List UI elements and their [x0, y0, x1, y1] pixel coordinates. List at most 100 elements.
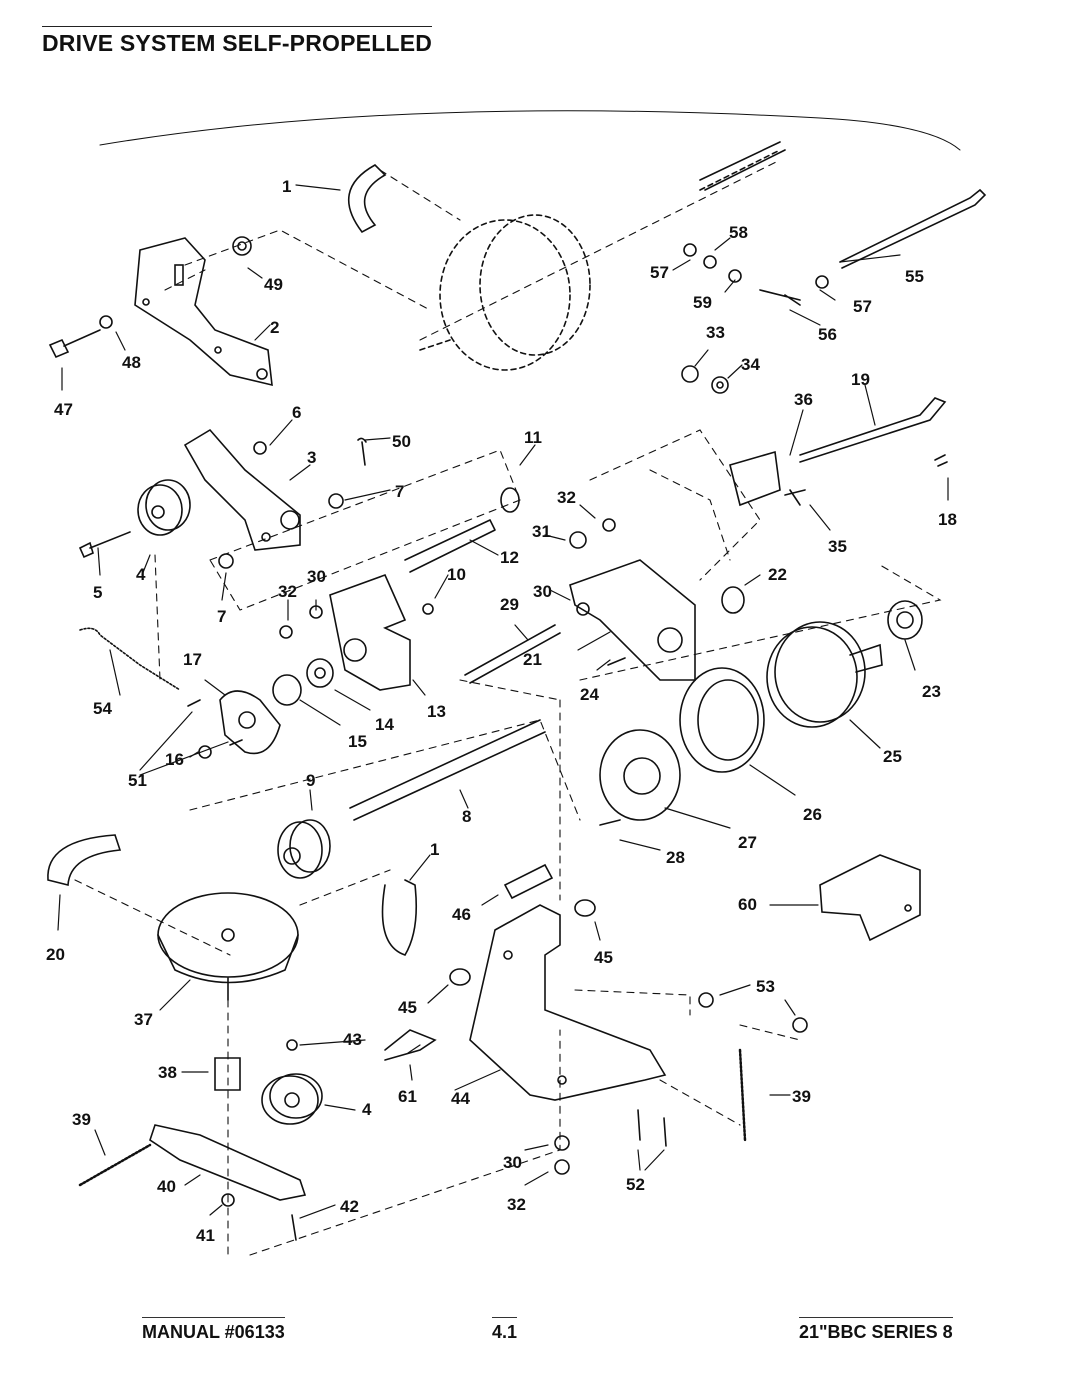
ring-11	[500, 487, 520, 513]
bracket-2	[134, 237, 273, 387]
nut-16	[198, 745, 212, 759]
bearing-23	[887, 600, 923, 640]
callout-16: 16	[165, 750, 184, 769]
callout-15: 15	[348, 732, 367, 751]
callout-9: 9	[306, 771, 315, 790]
spring-39a	[78, 1143, 152, 1187]
footer-page-number: 4.1	[492, 1317, 518, 1343]
bracket-61	[384, 1029, 437, 1061]
bolt-47	[48, 329, 101, 359]
nut-32b	[602, 518, 616, 532]
callout-58: 58	[729, 223, 748, 242]
shaft-8	[349, 719, 546, 821]
nut-53a	[698, 992, 714, 1008]
callout-32a: 32	[557, 488, 576, 507]
spring-54	[79, 627, 181, 691]
callout-42: 42	[340, 1197, 359, 1216]
callout-22: 22	[768, 565, 787, 584]
bolt-52b	[663, 1117, 667, 1147]
callout-18: 18	[938, 510, 957, 529]
bearing-14	[306, 658, 334, 688]
washer-34	[711, 376, 729, 394]
callout-10: 10	[447, 565, 466, 584]
callout-57a: 57	[650, 263, 669, 282]
flange-17	[219, 690, 281, 755]
callout-21: 21	[523, 650, 542, 669]
swivel-56	[759, 289, 801, 306]
nut-43	[286, 1039, 298, 1051]
callout-11: 11	[524, 428, 542, 447]
callout-55: 55	[905, 267, 924, 286]
callout-60: 60	[738, 895, 757, 914]
assembly-lines	[74, 159, 942, 1261]
callout-61: 61	[398, 1087, 417, 1106]
washer-59	[728, 269, 742, 283]
bolt-51a	[187, 699, 201, 707]
callout-38: 38	[158, 1063, 177, 1082]
callout-4a: 4	[136, 565, 146, 584]
clip-18	[934, 454, 948, 467]
pulley-4-upper	[137, 484, 183, 536]
callout-56: 56	[818, 325, 837, 344]
callout-4b: 4	[362, 1100, 372, 1119]
nut-57a	[683, 243, 697, 257]
bracket-21	[569, 559, 696, 681]
callout-28: 28	[666, 848, 685, 867]
nut-6	[253, 441, 267, 455]
bolt-52a	[637, 1109, 641, 1141]
nut-32a	[279, 625, 293, 639]
callout-25: 25	[883, 747, 902, 766]
shaft-29	[464, 624, 561, 684]
pulley-37	[157, 892, 299, 978]
washer-30c	[554, 1135, 570, 1151]
callout-7a: 7	[395, 482, 404, 501]
callout-50: 50	[392, 432, 411, 451]
belt-20	[47, 834, 122, 887]
callout-5: 5	[93, 583, 102, 602]
callout-41: 41	[196, 1226, 215, 1245]
nut-53b	[792, 1017, 808, 1033]
plate-27	[599, 729, 681, 821]
bolt-24	[607, 657, 626, 666]
bolt-5	[78, 531, 131, 559]
bushing-45b	[449, 968, 471, 986]
callout-53: 53	[756, 977, 775, 996]
lockwasher-48	[99, 315, 113, 329]
callout-36: 36	[794, 390, 813, 409]
callout-39a: 39	[792, 1087, 811, 1106]
washer-30b	[576, 602, 590, 616]
nut-32c	[554, 1159, 570, 1175]
guard-60	[819, 854, 921, 942]
callout-47: 47	[54, 400, 73, 419]
callout-24: 24	[580, 685, 599, 704]
idler-arm-3	[183, 428, 301, 551]
callout-6: 6	[292, 403, 301, 422]
rod-55	[839, 188, 987, 269]
callout-52: 52	[626, 1175, 645, 1194]
callout-8: 8	[462, 807, 471, 826]
callout-17: 17	[183, 650, 202, 669]
leader-lines	[57, 184, 949, 1219]
callout-13: 13	[427, 702, 446, 721]
callout-37: 37	[134, 1010, 153, 1029]
ring-15	[272, 674, 302, 706]
nut-33	[681, 365, 699, 383]
callout-54: 54	[93, 699, 112, 718]
callout-26: 26	[803, 805, 822, 824]
washer-31	[569, 531, 587, 549]
arm-40	[149, 1124, 307, 1201]
washer-10	[422, 603, 434, 615]
bolt-42	[291, 1214, 297, 1241]
callout-43: 43	[343, 1030, 362, 1049]
wheel-ring-26	[679, 667, 765, 773]
callout-40: 40	[157, 1177, 176, 1196]
bracket-44	[469, 904, 667, 1101]
washer-49	[232, 236, 252, 256]
callout-59: 59	[693, 293, 712, 312]
callout-3: 3	[307, 448, 316, 467]
callout-20: 20	[46, 945, 65, 964]
callout-12: 12	[500, 548, 519, 567]
engine-shaft	[699, 141, 786, 191]
callout-51: 51	[128, 771, 147, 790]
callout-1b: 1	[430, 840, 439, 859]
